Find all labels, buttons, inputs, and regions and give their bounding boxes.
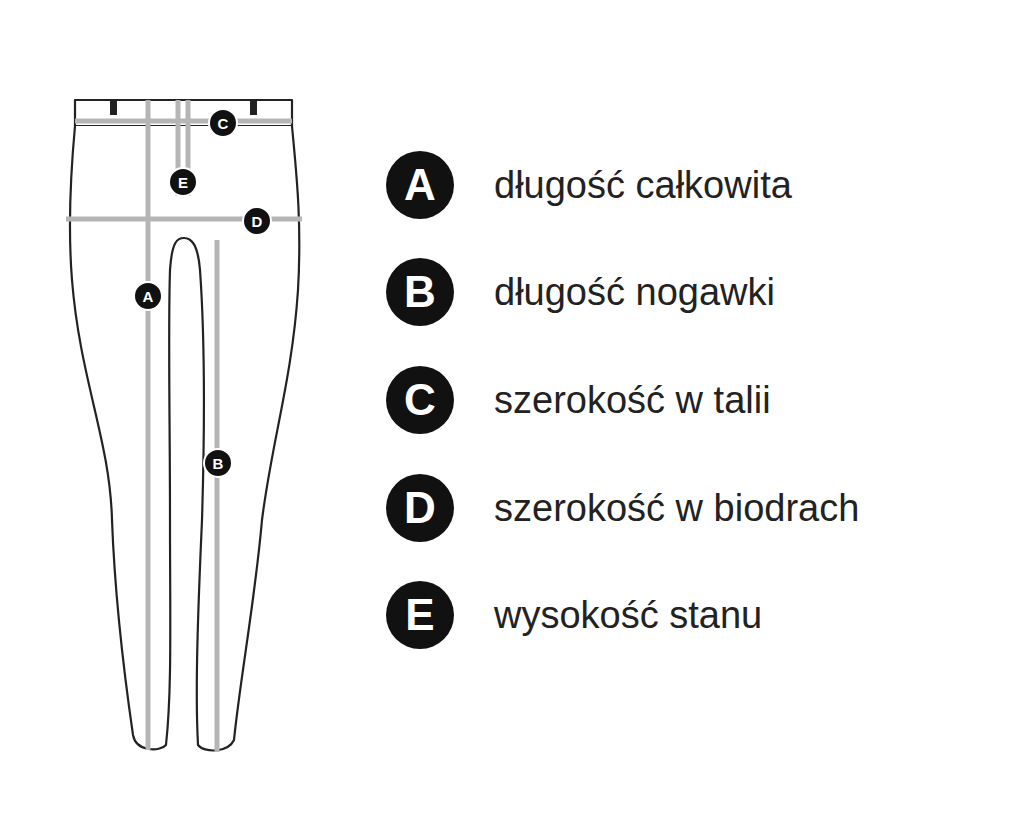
legend-letter: D bbox=[386, 474, 454, 542]
waistband bbox=[75, 100, 292, 126]
legend-text: wysokość stanu bbox=[494, 596, 762, 634]
legend-badge: Adługość całkowita bbox=[386, 151, 454, 219]
callout-letter: E bbox=[168, 167, 198, 197]
callout-circle: D bbox=[242, 206, 272, 236]
callout-circle: A bbox=[133, 281, 163, 311]
belt-loop bbox=[250, 100, 257, 115]
legend-text: długość nogawki bbox=[494, 273, 775, 311]
legend-letter: B bbox=[386, 258, 454, 326]
legend-text: szerokość w talii bbox=[494, 381, 771, 419]
callout-circle: B bbox=[203, 448, 233, 478]
legend-letter: E bbox=[386, 581, 454, 649]
waist-line bbox=[75, 119, 292, 124]
legend-badge: Bdługość nogawki bbox=[386, 258, 454, 326]
callout-letter: D bbox=[242, 206, 272, 236]
legend-badge: Cszerokość w talii bbox=[386, 366, 454, 434]
callout-letter: C bbox=[208, 108, 238, 138]
legend-text: długość całkowita bbox=[494, 166, 792, 204]
callout-circle: E bbox=[168, 167, 198, 197]
callout-letter: A bbox=[133, 281, 163, 311]
legend-badge: Dszerokość w biodrach bbox=[386, 474, 454, 542]
callout-circle: C bbox=[208, 108, 238, 138]
legend-text: szerokość w biodrach bbox=[494, 489, 859, 527]
belt-loop bbox=[110, 100, 117, 115]
legend-badge: Ewysokość stanu bbox=[386, 581, 454, 649]
legend-letter: A bbox=[386, 151, 454, 219]
total-length-line bbox=[146, 100, 151, 750]
callout-letter: B bbox=[203, 448, 233, 478]
legend-letter: C bbox=[386, 366, 454, 434]
leg-length-line bbox=[215, 240, 220, 752]
